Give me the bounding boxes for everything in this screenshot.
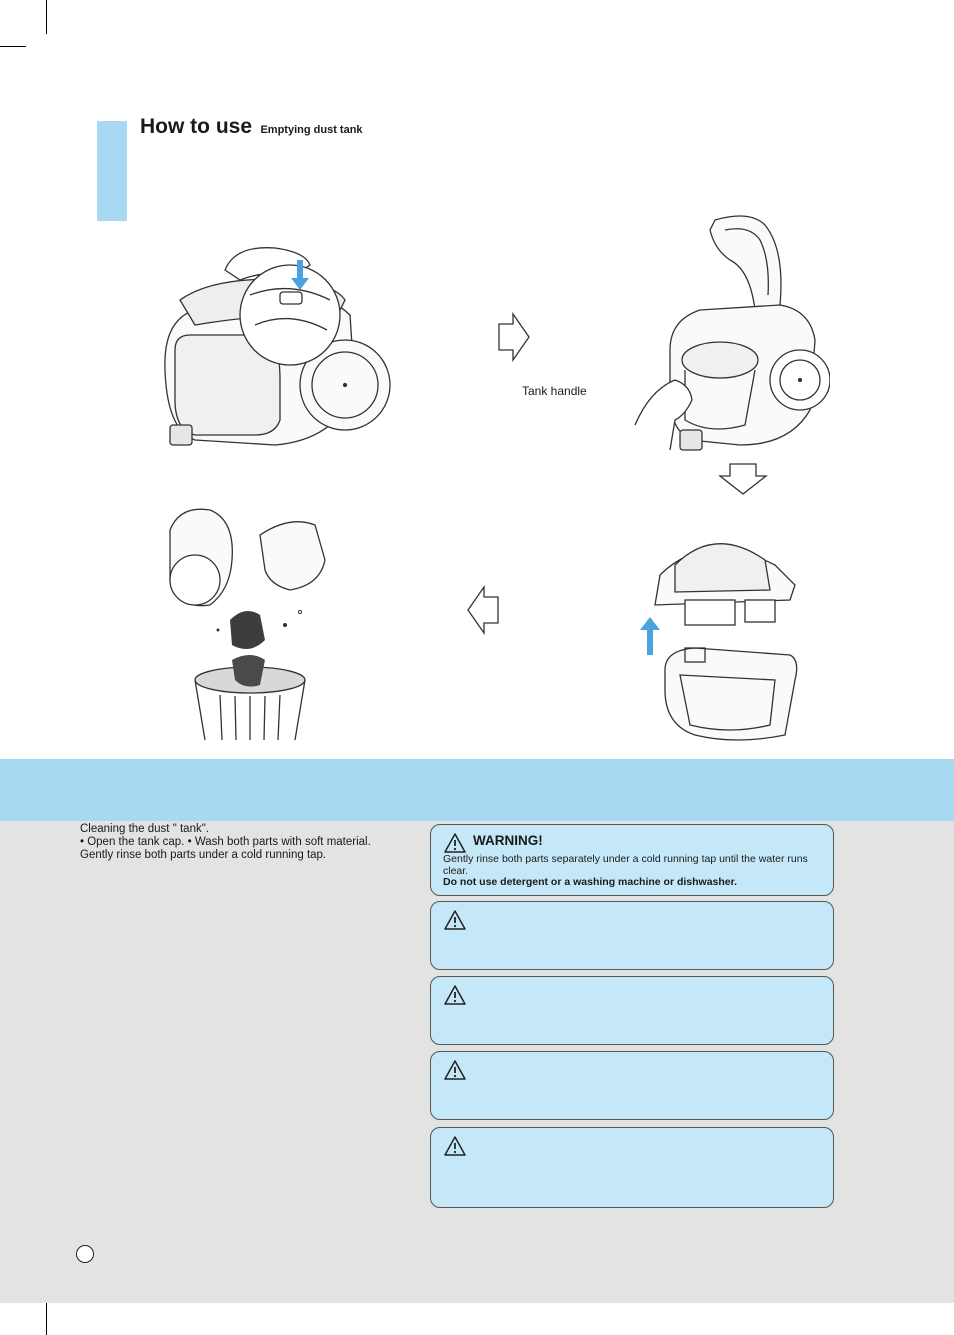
page-number-circle <box>76 1245 94 1263</box>
warning-icon <box>444 1060 466 1080</box>
warning-icon <box>444 910 466 930</box>
warning-body: Gently rinse both parts separately under… <box>443 853 813 889</box>
page-title: How to use Emptying dust tank <box>140 115 363 139</box>
vacuum-open-lid-illustration <box>634 215 830 451</box>
warning-text: Gently rinse both parts separately under… <box>443 853 808 877</box>
caution-box <box>430 976 834 1045</box>
warning-icon <box>444 1136 466 1156</box>
warning-box: WARNING! Gently rinse both parts separat… <box>430 824 834 896</box>
arrow-left-icon <box>467 585 499 635</box>
tank-separated-illustration <box>640 543 798 741</box>
caution-box <box>430 901 834 970</box>
instruction-line: Gently rinse both parts under a cold run… <box>80 849 327 861</box>
section-tab <box>97 121 127 221</box>
instruction-line: • Open the tank cap. • Wash both parts w… <box>80 836 371 848</box>
empty-into-bin-illustration <box>169 508 326 741</box>
crop-mark <box>0 46 26 47</box>
vacuum-press-button-illustration <box>164 247 391 446</box>
crop-mark <box>46 1300 47 1335</box>
warning-icon <box>444 985 466 1005</box>
arrow-down-icon <box>718 463 768 495</box>
tank-handle-label: Tank handle <box>522 384 587 398</box>
instruction-line: Cleaning the dust " tank". <box>80 823 209 835</box>
warning-icon <box>444 833 466 853</box>
warning-heading: WARNING! <box>473 833 543 848</box>
title-sub: Emptying dust tank <box>260 124 363 136</box>
title-main: How to use <box>140 115 253 138</box>
caution-box <box>430 1051 834 1120</box>
crop-mark <box>46 0 47 34</box>
instructions-text: Cleaning the dust " tank". • Open the ta… <box>80 823 420 862</box>
section-band <box>0 759 954 821</box>
arrow-right-icon <box>498 312 530 362</box>
warning-bold-text: Do not use detergent or a washing machin… <box>443 876 738 888</box>
caution-box <box>430 1127 834 1208</box>
